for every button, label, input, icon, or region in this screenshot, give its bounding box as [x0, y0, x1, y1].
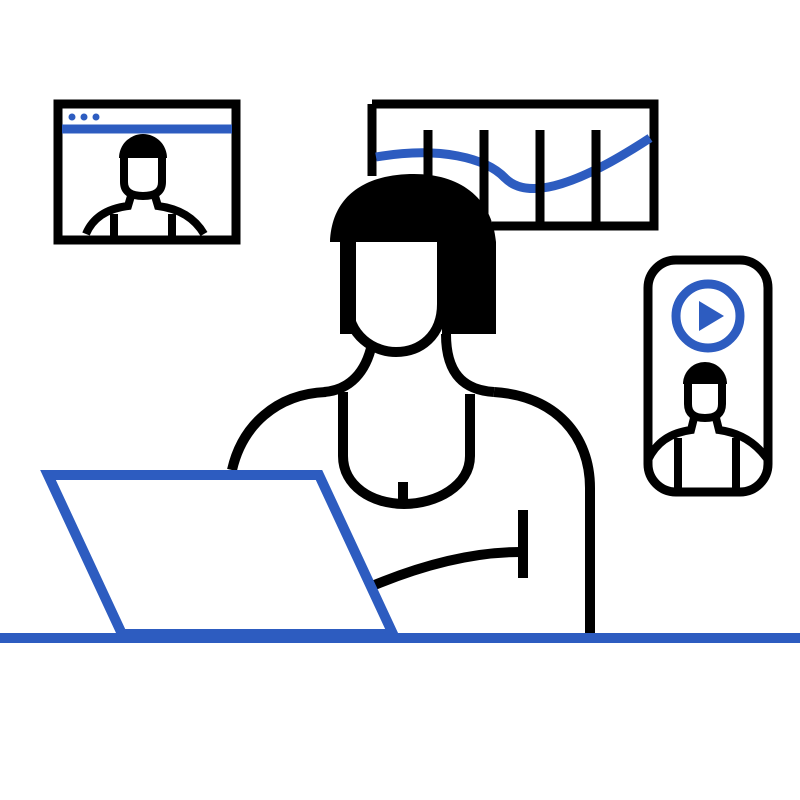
shoulders-torso — [227, 387, 595, 634]
arm — [370, 547, 521, 591]
neck-right — [441, 333, 495, 397]
phone-video-card — [643, 255, 773, 497]
window-dots-icon — [68, 113, 100, 121]
hair — [330, 174, 496, 334]
person-icon — [82, 134, 208, 237]
play-icon — [671, 279, 745, 353]
video-call-window-frame — [53, 99, 241, 245]
face — [343, 242, 447, 358]
video-call-window — [53, 99, 241, 245]
person-figure — [227, 174, 595, 634]
person-icon — [644, 362, 772, 488]
phone-frame — [643, 255, 773, 497]
chart-icon — [423, 130, 601, 222]
laptop — [40, 470, 401, 639]
chart-trend-line — [375, 134, 653, 193]
neck-left — [323, 342, 377, 397]
chart-frame — [367, 99, 659, 231]
line-chart-panel — [367, 99, 659, 231]
